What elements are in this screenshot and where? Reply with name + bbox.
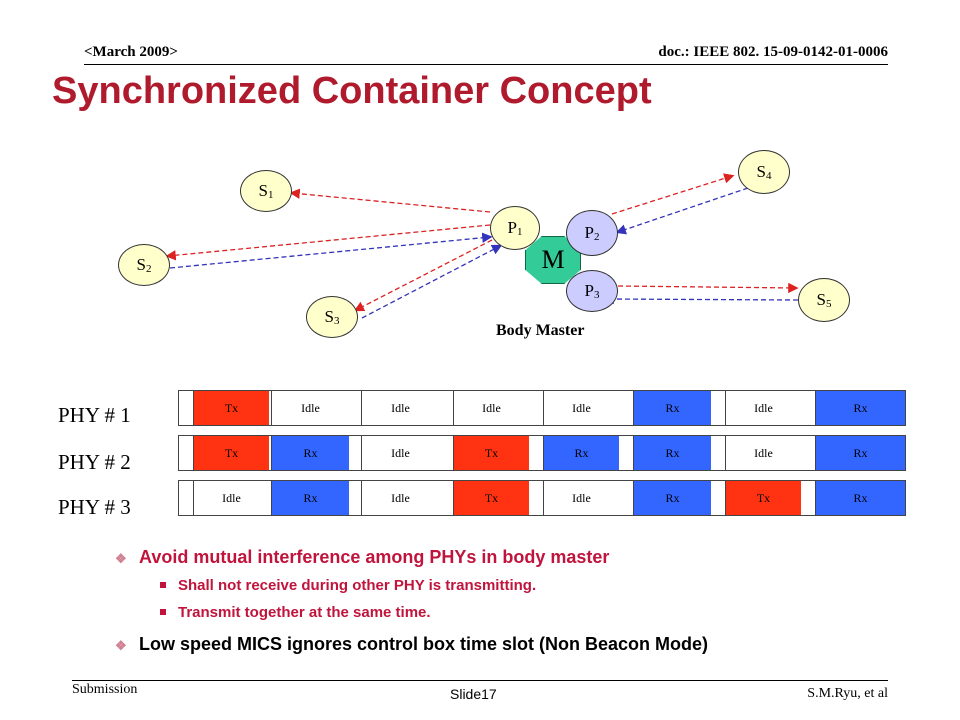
phy-2-slot-6-rx: Rx — [633, 436, 711, 470]
diamond-bullet-icon: ❖ — [115, 638, 127, 653]
phy-2-label: PHY # 2 — [58, 450, 131, 474]
phy-1-slot-1-tx: Tx — [193, 391, 269, 425]
link-s5-p3 — [603, 293, 799, 305]
square-bullet-icon — [160, 609, 166, 615]
phy-3-slot-2-rx: Rx — [271, 481, 349, 515]
bullet-mics: ❖Low speed MICS ignores control box time… — [115, 634, 709, 654]
phy-1-label: PHY # 1 — [58, 403, 131, 427]
header-doc-id: doc.: IEEE 802. 15-09-0142-01-0006 — [658, 44, 888, 60]
bullet-interference: ❖Avoid mutual interference among PHYs in… — [115, 547, 610, 567]
header-rule — [84, 64, 888, 65]
phy-2-slot-7-idle: Idle — [725, 436, 801, 470]
phy-1-slot-3-idle: Idle — [361, 391, 439, 425]
bullet-no-receive: Shall not receive during other PHY is tr… — [160, 577, 536, 594]
phy-3-slot-4-tx: Tx — [453, 481, 529, 515]
link-arrows — [165, 173, 799, 319]
body-master-label: Body Master — [496, 322, 585, 339]
phy-3-slot-1-idle: Idle — [193, 481, 269, 515]
footer-slide-number: Slide17 — [450, 686, 497, 702]
phy-3-slot-3-idle: Idle — [361, 481, 439, 515]
footer-submission: Submission — [72, 682, 138, 697]
phy-3-slot-7-tx: Tx — [725, 481, 801, 515]
phy-1-slot-8-rx: Rx — [815, 391, 905, 425]
phy-3-slot-5-idle: Idle — [543, 481, 619, 515]
diamond-bullet-icon: ❖ — [115, 551, 127, 566]
phy-2-slot-1-tx: Tx — [193, 436, 269, 470]
footer-rule — [72, 680, 888, 681]
link-p1-s3 — [353, 239, 493, 312]
square-bullet-icon — [160, 582, 166, 588]
phy-2-slot-3-idle: Idle — [361, 436, 439, 470]
phy-3-slot-6-rx: Rx — [633, 481, 711, 515]
link-p1-s1 — [289, 188, 491, 213]
footer-author: S.M.Ryu, et al — [807, 686, 888, 701]
header-date: <March 2009> — [84, 44, 178, 60]
link-p3-s5 — [617, 282, 799, 294]
phy-1-slot-7-idle: Idle — [725, 391, 801, 425]
phy-1-slot-5-idle: Idle — [543, 391, 619, 425]
phy-2-slot-2-rx: Rx — [271, 436, 349, 470]
phy-3-slot-8-rx: Rx — [815, 481, 905, 515]
link-p1-s2 — [165, 224, 491, 261]
phy-3-label: PHY # 3 — [58, 495, 131, 519]
phy-2-slot-5-rx: Rx — [543, 436, 619, 470]
bullet-transmit-together: Transmit together at the same time. — [160, 604, 431, 621]
link-s4-p2 — [615, 187, 749, 235]
phy-2-slot-8-rx: Rx — [815, 436, 905, 470]
phy-1-slot-4-idle: Idle — [453, 391, 529, 425]
phy-1-slot-2-idle: Idle — [271, 391, 349, 425]
link-s3-p1 — [361, 244, 503, 319]
phy-2-slot-4-tx: Tx — [453, 436, 529, 470]
link-p2-s4 — [611, 173, 735, 215]
phy-1-slot-6-rx: Rx — [633, 391, 711, 425]
slide-title: Synchronized Container Concept — [52, 70, 652, 112]
link-s2-p1 — [169, 232, 493, 269]
